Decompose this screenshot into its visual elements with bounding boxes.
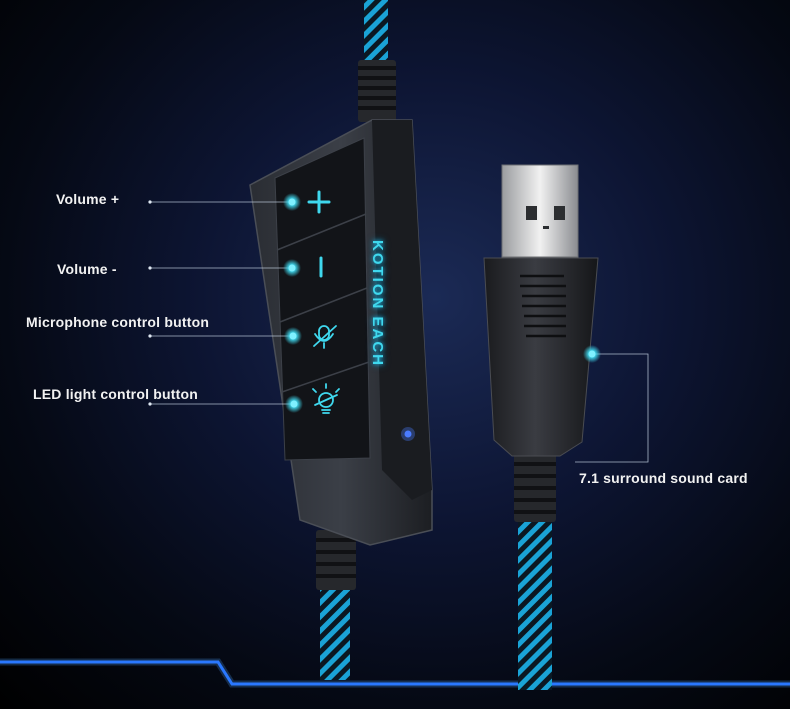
leader-end-dots — [148, 200, 152, 406]
status-led-glow — [401, 427, 415, 441]
button-divider — [281, 361, 370, 393]
volume-down-label: Volume - — [57, 261, 117, 277]
frame-line-glow — [0, 658, 790, 688]
control-unit-side — [372, 120, 432, 500]
volume-up-label: Volume + — [56, 191, 120, 207]
usb-grip-lines — [520, 274, 566, 338]
led-button-label: LED light control button — [33, 386, 198, 402]
bottom-strain-relief — [316, 530, 356, 590]
top-cable — [364, 0, 388, 62]
sound-card-label: 7.1 surround sound card — [579, 470, 748, 486]
mic-mute-icon — [313, 325, 337, 349]
usb-strain-relief — [514, 450, 556, 522]
callout-dots — [283, 193, 601, 413]
button-panel — [274, 137, 371, 461]
status-led — [404, 430, 412, 438]
led-bulb-icon — [312, 383, 340, 414]
usb-connector — [483, 164, 599, 457]
frame-line-left — [0, 660, 790, 686]
button-divider — [279, 287, 368, 323]
top-strain-relief — [358, 60, 396, 122]
button-divider — [276, 213, 367, 251]
usb-metal-shell — [501, 164, 579, 258]
microphone-button-label: Microphone control button — [26, 314, 210, 330]
brand-text: KOTION EACH — [369, 240, 386, 367]
leader-lines — [150, 201, 649, 463]
plus-icon — [307, 190, 331, 214]
usb-cable — [518, 520, 552, 690]
usb-housing — [483, 257, 599, 457]
